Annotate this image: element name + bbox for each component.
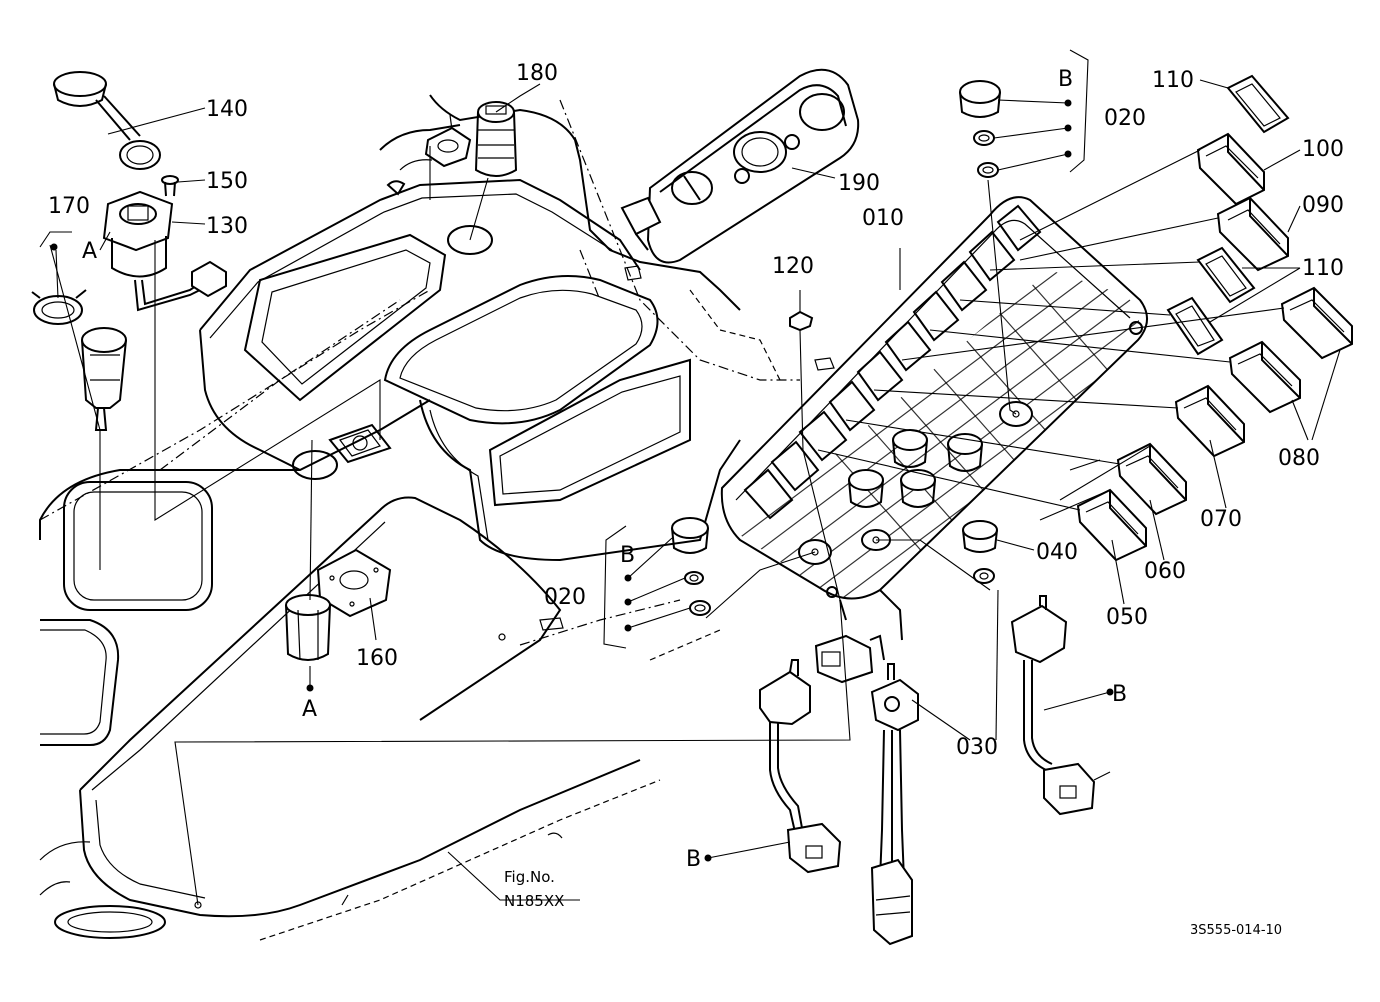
part-050-switch bbox=[1076, 488, 1147, 562]
part-020-lower-knob-set bbox=[671, 517, 711, 616]
figure-callout: Fig.No. N185XX bbox=[504, 868, 564, 910]
ref-b-right: B bbox=[1112, 682, 1127, 707]
part-180-usb-socket bbox=[424, 101, 518, 177]
label-050: 050 bbox=[1106, 605, 1148, 630]
part-a-sleeve bbox=[285, 594, 331, 661]
part-120-clip bbox=[789, 310, 814, 332]
label-090: 090 bbox=[1302, 193, 1344, 218]
ref-a-lower: A bbox=[302, 697, 317, 722]
part-010-main-panel bbox=[720, 196, 1148, 600]
part-170-lighter bbox=[31, 289, 127, 431]
part-140-cap bbox=[53, 71, 161, 170]
drawing-number: 3S555-014-10 bbox=[1190, 923, 1282, 938]
part-110-switch-covers bbox=[1166, 246, 1256, 356]
ref-a-upper: A bbox=[82, 239, 97, 264]
label-010: 010 bbox=[862, 206, 904, 231]
ref-b-upper: B bbox=[1058, 67, 1073, 92]
part-030-connector bbox=[814, 634, 885, 684]
part-030-harness-right bbox=[1010, 595, 1096, 816]
ref-b-bottom: B bbox=[686, 847, 701, 872]
panel-slots bbox=[743, 204, 1042, 520]
part-040-knob bbox=[962, 520, 998, 584]
part-150-screw bbox=[161, 175, 179, 197]
label-170: 170 bbox=[48, 194, 90, 219]
label-150: 150 bbox=[206, 169, 248, 194]
label-070: 070 bbox=[1200, 507, 1242, 532]
part-190-switch-panel bbox=[620, 68, 860, 264]
label-110-top: 110 bbox=[1152, 68, 1194, 93]
reference-letters: A A B B B B bbox=[82, 67, 1127, 872]
part-090-switch bbox=[1216, 196, 1289, 272]
label-140: 140 bbox=[206, 97, 248, 122]
label-030: 030 bbox=[956, 735, 998, 760]
label-180: 180 bbox=[516, 61, 558, 86]
label-100: 100 bbox=[1302, 137, 1344, 162]
label-120: 120 bbox=[772, 254, 814, 279]
part-030-harness-center bbox=[870, 663, 919, 946]
leader-lines bbox=[39, 49, 1341, 906]
part-080-switches bbox=[1228, 286, 1353, 414]
fig-number-label: Fig.No. bbox=[504, 868, 555, 886]
console-body bbox=[39, 94, 835, 941]
part-060-switch bbox=[1116, 442, 1187, 516]
fig-number-value: N185XX bbox=[504, 892, 564, 910]
label-020-lower: 020 bbox=[544, 585, 586, 610]
label-110-mid: 110 bbox=[1302, 256, 1344, 281]
part-020-upper-knob-set bbox=[959, 80, 1001, 178]
part-030-harness-left bbox=[759, 659, 842, 874]
panel-knobs bbox=[848, 429, 983, 508]
label-130: 130 bbox=[206, 214, 248, 239]
label-060: 060 bbox=[1144, 559, 1186, 584]
ref-b-lower-left: B bbox=[620, 543, 635, 568]
label-190: 190 bbox=[838, 171, 880, 196]
part-130-socket bbox=[102, 190, 227, 312]
part-070-switch bbox=[1174, 384, 1245, 458]
part-110-switch-cover-top bbox=[1226, 74, 1290, 134]
leader-dots bbox=[50, 99, 1114, 862]
part-030-harness-lower-left bbox=[839, 589, 903, 641]
label-020-upper: 020 bbox=[1104, 106, 1146, 131]
label-160: 160 bbox=[356, 646, 398, 671]
part-100-switch bbox=[1196, 132, 1265, 206]
part-160-bracket bbox=[316, 548, 392, 618]
part-labels: 140 150 130 170 180 190 010 120 020 020 … bbox=[48, 61, 1344, 760]
label-040: 040 bbox=[1036, 540, 1078, 565]
label-080: 080 bbox=[1278, 446, 1320, 471]
